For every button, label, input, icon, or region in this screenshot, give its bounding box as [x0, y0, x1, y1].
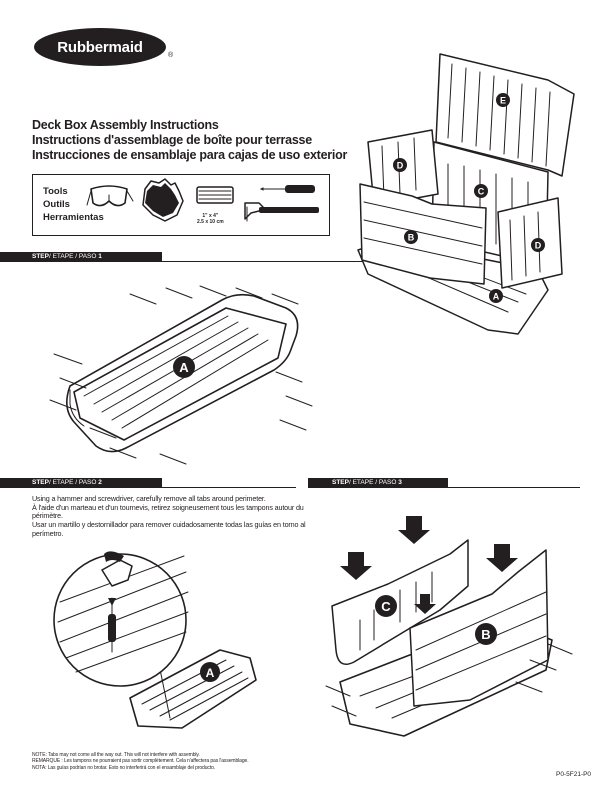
part-e-label: E	[500, 96, 506, 106]
step-2-prefix: STEP	[32, 479, 49, 486]
step-1-illustration: A	[49, 285, 313, 465]
note-es: NOTA: Las guías podrían no brotar. Esto …	[32, 764, 216, 771]
step-3-bar: STEP/ ETAPE / PASO 3	[308, 478, 448, 488]
step-3-number: 3	[398, 479, 402, 486]
tools-label-fr: Outils	[43, 199, 70, 210]
title-en: Deck Box Assembly Instructions	[32, 118, 219, 132]
title-es: Instrucciones de ensamblaje para cajas d…	[32, 148, 348, 162]
registered-mark: ®	[168, 52, 174, 59]
work-gloves-icon	[142, 178, 184, 222]
document-code: P0-5F21-P0	[556, 771, 592, 778]
step-2-rule	[162, 487, 296, 488]
part-a-badge	[489, 289, 503, 303]
safety-glasses-icon	[86, 185, 134, 207]
step-2-mid: / ETAPE / PASO	[48, 479, 97, 486]
tape-size-caption: 1" x 4" 2.5 x 10 cm	[197, 213, 224, 225]
part-d-left-badge	[393, 158, 407, 172]
part-c-badge	[474, 184, 488, 198]
screwdriver-icon	[259, 185, 315, 193]
step-2-bar: STEP/ ETAPE / PASO 2	[0, 478, 162, 488]
step-1-number: 1	[98, 253, 102, 260]
step-2-illustration: A	[53, 551, 257, 729]
step-3-rule	[448, 487, 580, 488]
step-2-part-a-badge	[200, 662, 220, 682]
step-1-rule	[162, 261, 374, 262]
part-e-badge	[496, 93, 510, 107]
step-3-mid: / ETAPE / PASO	[348, 479, 397, 486]
brand-name: Rubbermaid	[57, 38, 143, 56]
part-c-label: C	[478, 187, 485, 197]
tools-label-es: Herramientas	[43, 212, 104, 223]
part-d-right-badge	[531, 238, 545, 252]
note-en: NOTE: Tabs may not come all the way out.…	[32, 752, 200, 758]
step-2-text-es: Usar un martillo y destornillador para r…	[32, 520, 306, 538]
step-1-prefix: STEP	[32, 253, 49, 260]
note-fr: REMARQUE : Les tampons ne pourraient pas…	[32, 758, 249, 765]
step-1-part-a-badge	[173, 356, 195, 378]
step-1-bar: STEP/ ETAPE / PASO 1	[0, 252, 162, 262]
step-2-instructions: Using a hammer and screwdriver, carefull…	[32, 494, 312, 539]
deck-box-exploded-illustration: E D C B D A	[357, 53, 575, 335]
tools-illustration	[86, 178, 319, 222]
tools-label-en: Tools	[43, 186, 68, 197]
part-b-badge	[404, 230, 418, 244]
part-d-left-label: D	[397, 161, 404, 171]
part-b-label: B	[408, 233, 415, 243]
tools-box: Tools Outils Herramientas	[32, 174, 330, 236]
step-3-part-b-label: B	[481, 627, 490, 642]
title-block: Deck Box Assembly Instructions Instructi…	[32, 118, 347, 163]
hammer-icon	[244, 202, 319, 222]
step-3-part-c-badge	[375, 595, 397, 617]
part-d-right-label: D	[535, 241, 542, 251]
step-3-prefix: STEP	[332, 479, 349, 486]
part-a-label: A	[493, 292, 500, 302]
step-2-text-en: Using a hammer and screwdriver, carefull…	[32, 494, 266, 503]
notes-block: NOTE: Tabs may not come all the way out.…	[32, 752, 352, 771]
tape-size-imperial: 1" x 4"	[202, 213, 219, 219]
tape-size-metric: 2.5 x 10 cm	[197, 219, 224, 225]
step-1-mid: / ETAPE / PASO	[48, 253, 97, 260]
tools-labels: Tools Outils Herramientas	[43, 185, 104, 224]
tape-icon	[196, 186, 234, 204]
step-3-part-c-label: C	[381, 599, 391, 614]
step-2-text-fr: À l'aide d'un marteau et d'un tournevis,…	[32, 502, 304, 521]
step-3-illustration: C B	[325, 516, 573, 737]
step-2-part-a-label: A	[206, 666, 215, 680]
brand-logo: Rubbermaid	[34, 28, 166, 66]
step-3-part-b-badge	[475, 623, 497, 645]
step-2-number: 2	[98, 479, 102, 486]
step-1-part-a-label: A	[179, 360, 189, 375]
title-fr: Instructions d'assemblage de boîte pour …	[32, 133, 312, 147]
